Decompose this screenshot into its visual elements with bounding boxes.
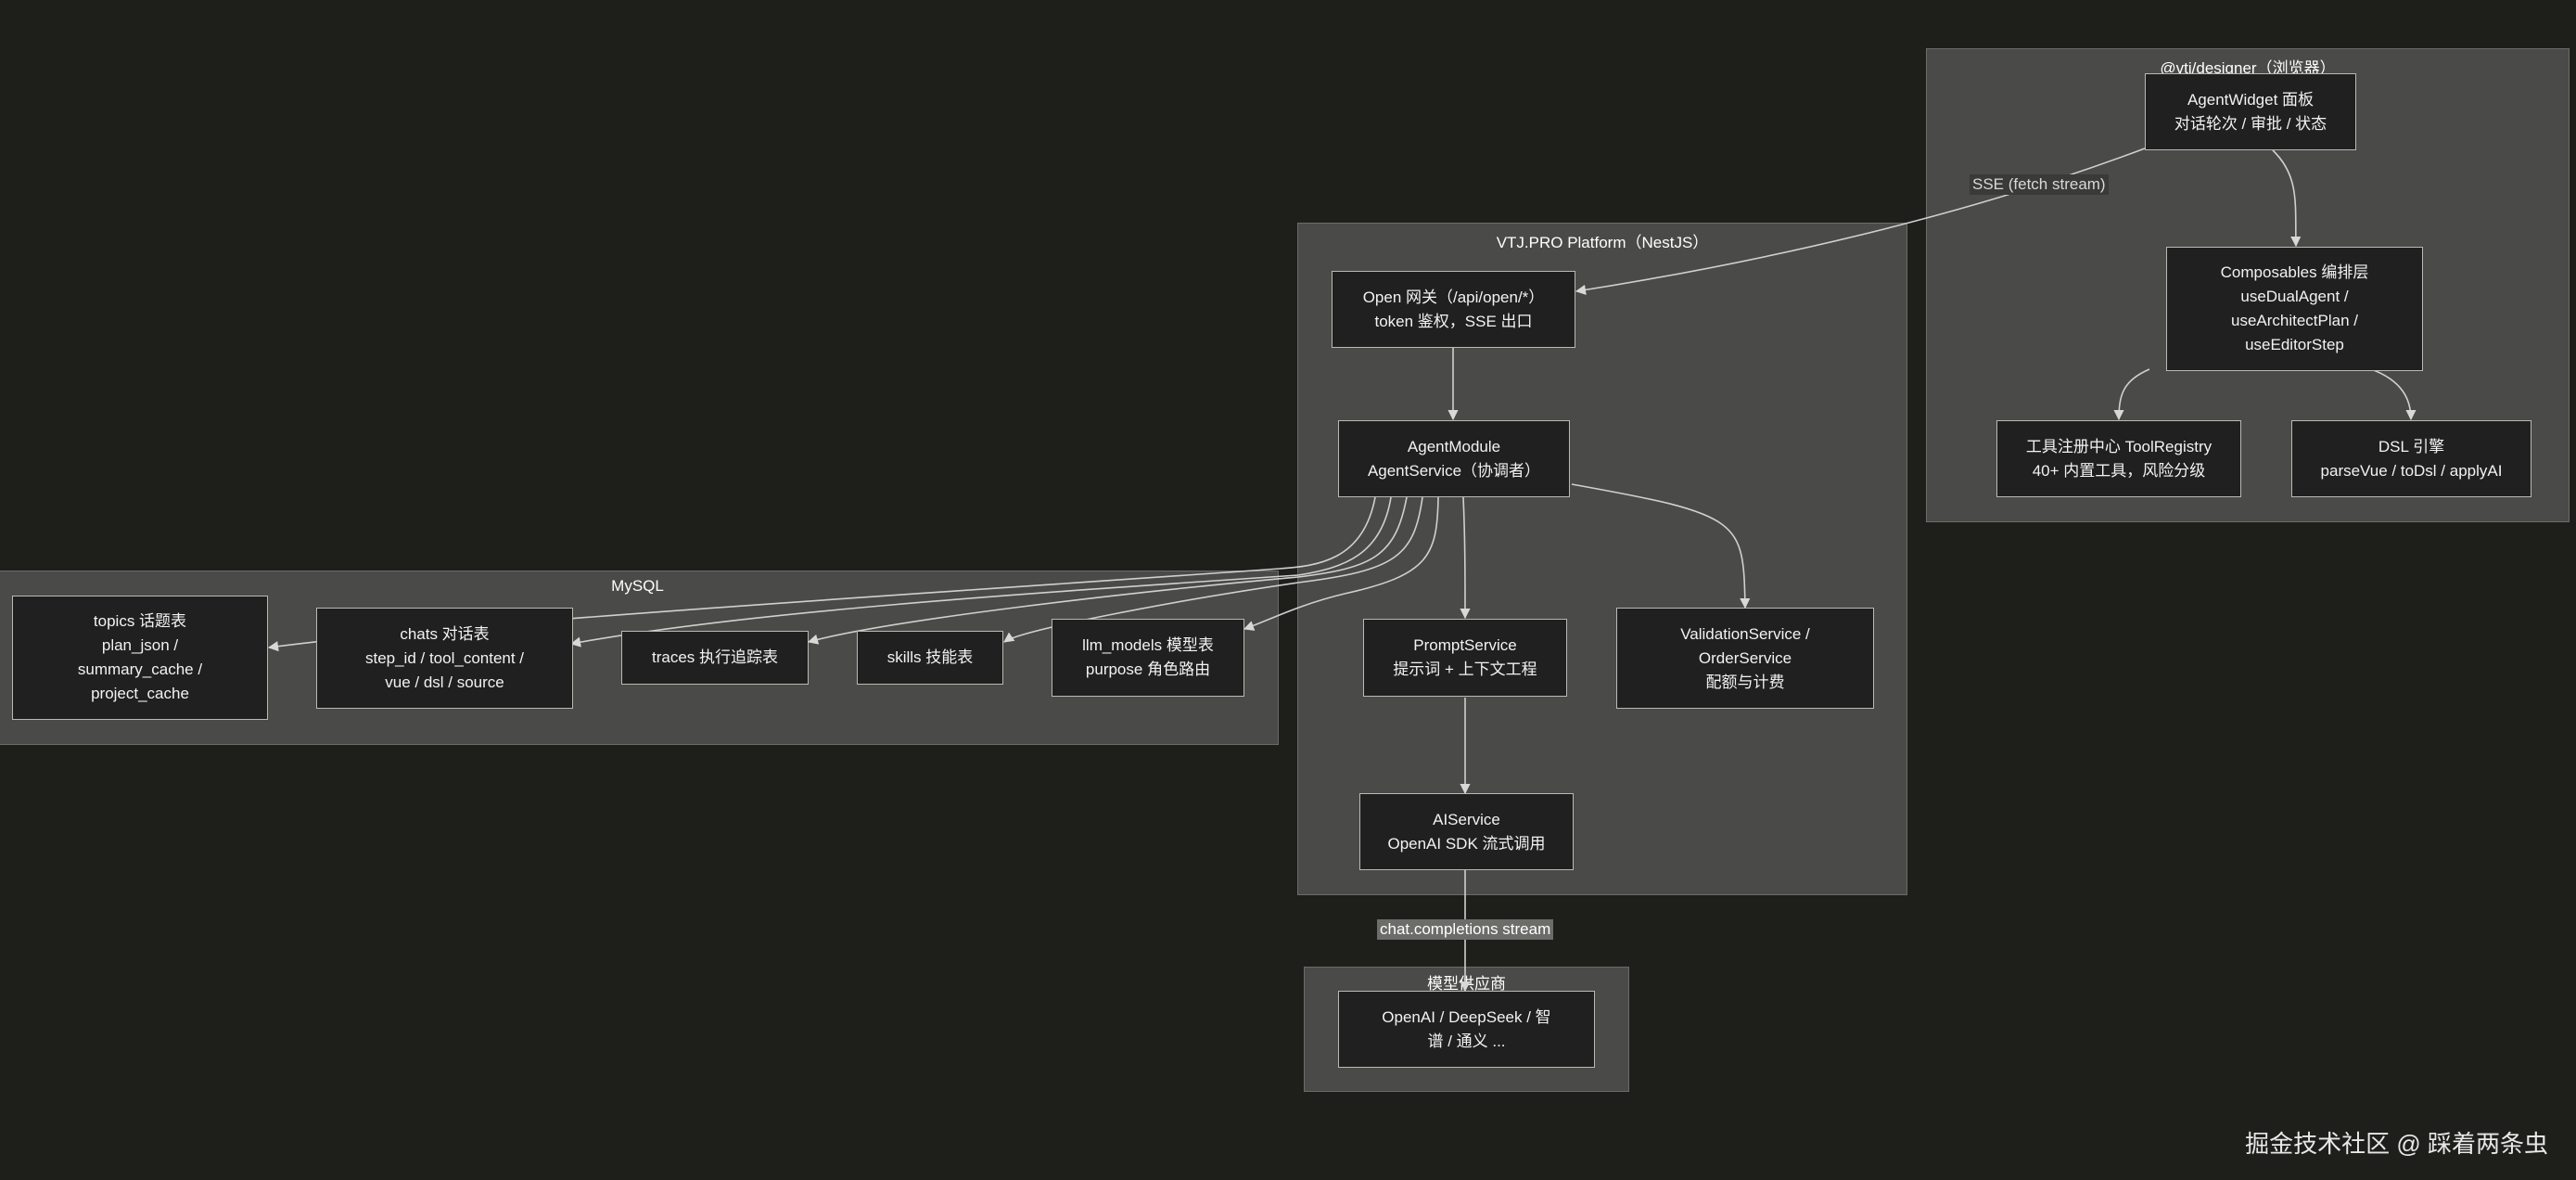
watermark: 掘金技术社区 @ 踩着两条虫 [2245,1130,2548,1158]
dsl-engine-node[interactable]: DSL 引擎 parseVue / toDsl / applyAI [2291,420,2531,497]
agent-module-node[interactable]: AgentModule AgentService（协调者） [1338,420,1570,497]
edge-widget-to-composables [2272,149,2302,248]
edge-agentmodule-to-traces [807,496,1408,645]
completions-edge-label: chat.completions stream [1377,919,1554,940]
llm-models-table-node[interactable]: llm_models 模型表 purpose 角色路由 [1052,619,1244,697]
prompt-service-node[interactable]: PromptService 提示词 + 上下文工程 [1363,619,1567,697]
cluster-mysql-title: MySQL [611,577,664,595]
edge-agentmodule-to-llmmodels [1243,496,1439,631]
edge-composables-to-dsl [2370,368,2417,421]
edge-agentmodule-to-validation [1571,483,1751,609]
cluster-platform-title: VTJ.PRO Platform（NestJS） [1496,234,1709,251]
open-gateway-node[interactable]: Open 网关（/api/open/*） token 鉴权，SSE 出口 [1332,271,1575,348]
traces-table-node[interactable]: traces 执行追踪表 [621,631,809,685]
edge-agentmodule-to-prompt [1460,496,1471,620]
edge-composables-to-tools [2113,368,2150,421]
validation-service-node[interactable]: ValidationService / OrderService 配额与计费 [1616,608,1874,709]
tool-registry-node[interactable]: 工具注册中心 ToolRegistry 40+ 内置工具，风险分级 [1996,420,2241,497]
edge-agentmodule-to-skills [1003,496,1423,643]
chats-table-node[interactable]: chats 对话表 step_id / tool_content / vue /… [316,608,573,709]
agent-widget-node[interactable]: AgentWidget 面板 对话轮次 / 审批 / 状态 [2145,73,2356,150]
sse-edge-label: SSE (fetch stream) [1970,174,2109,195]
skills-table-node[interactable]: skills 技能表 [857,631,1003,685]
ai-service-node[interactable]: AIService OpenAI SDK 流式调用 [1359,793,1574,870]
edge-agentmodule-to-chats [569,496,1392,648]
composables-node[interactable]: Composables 编排层 useDualAgent / useArchit… [2166,247,2423,371]
topics-table-node[interactable]: topics 话题表 plan_json / summary_cache / p… [12,596,268,720]
edge-widget-to-gateway [1575,148,2146,295]
providers-node[interactable]: OpenAI / DeepSeek / 智 谱 / 通义 ... [1338,991,1595,1068]
cluster-designer-title: @vtj/designer（浏览器） [2160,59,2336,77]
